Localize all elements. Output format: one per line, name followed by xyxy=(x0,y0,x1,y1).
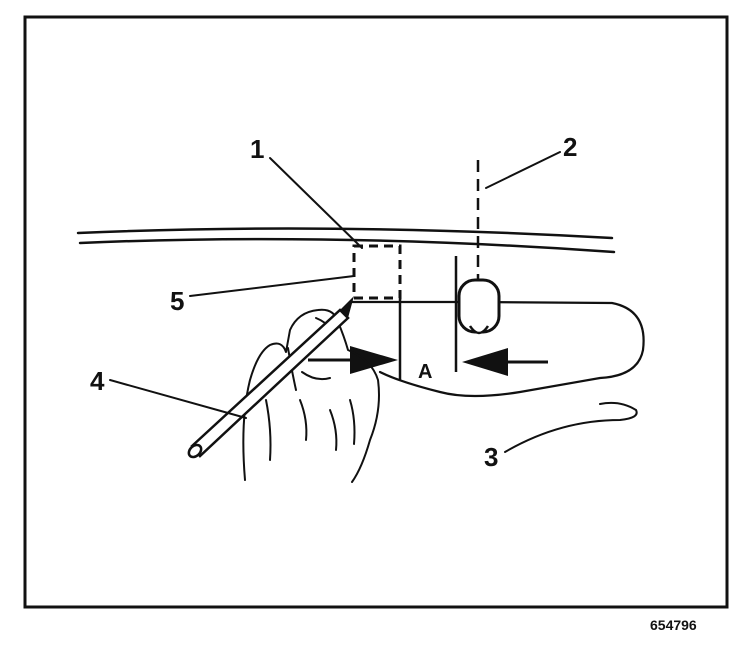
dimension-arrow-right xyxy=(462,348,548,376)
leader-5 xyxy=(189,275,355,297)
leader-lines xyxy=(109,151,638,453)
leader-1 xyxy=(269,157,363,249)
dimension-arrow-left xyxy=(308,346,398,374)
figure-number: 654796 xyxy=(650,617,697,633)
dimension-label-a: A xyxy=(418,361,432,383)
marker-pencil xyxy=(187,296,354,459)
callout-3: 3 xyxy=(484,442,498,472)
callout-4: 4 xyxy=(90,366,105,396)
callout-2: 2 xyxy=(563,132,577,162)
leader-4 xyxy=(109,379,247,419)
body-panel-outline xyxy=(350,300,645,398)
leader-3 xyxy=(504,401,638,453)
leader-2 xyxy=(485,151,561,189)
callout-5: 5 xyxy=(170,286,184,316)
mounted-component xyxy=(457,278,501,335)
panel-edge-lines xyxy=(76,227,616,254)
marking-area-box xyxy=(352,244,402,300)
callout-1: 1 xyxy=(250,134,264,164)
figure-frame xyxy=(23,15,729,609)
